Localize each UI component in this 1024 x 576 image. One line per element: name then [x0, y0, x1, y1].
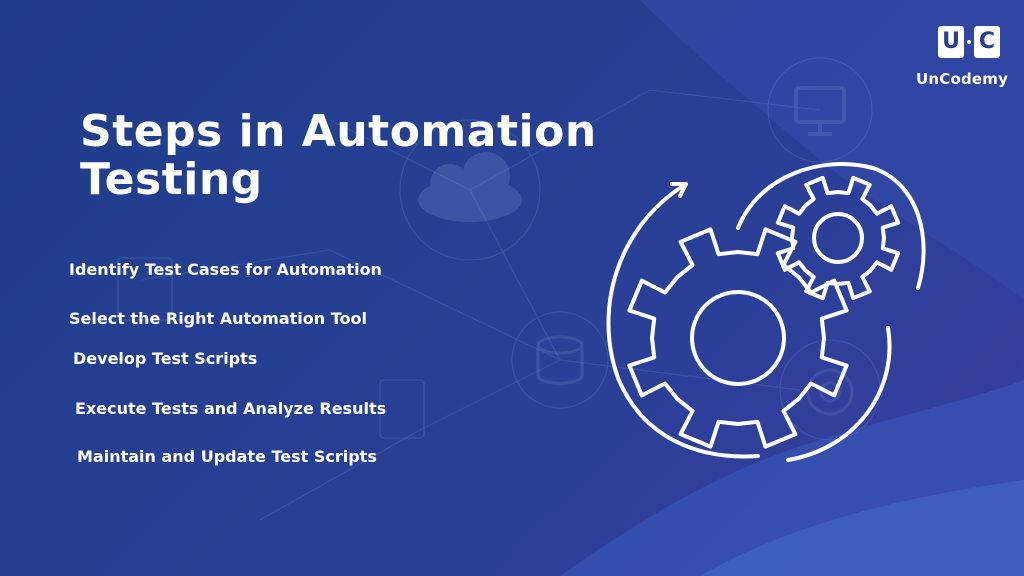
tablet-icon: [117, 257, 425, 439]
monitor-icon: [794, 86, 846, 136]
logo-dot: [967, 40, 971, 44]
slide-title: Steps in Automation Testing: [80, 108, 597, 204]
small-gear: [775, 175, 901, 301]
brand-logo: U C UnCodemy: [916, 26, 1016, 92]
gears-icon: [606, 162, 926, 462]
arrow-head-left: [670, 182, 688, 198]
step-item: Develop Test Scripts: [73, 349, 258, 368]
arrow-arc-left: [606, 184, 760, 459]
large-gear: [627, 227, 849, 449]
step-item: Select the Right Automation Tool: [69, 309, 367, 328]
database-icon: [536, 335, 584, 385]
aperture-icon: [806, 368, 854, 416]
slide-title-line-2: Testing: [80, 154, 263, 205]
step-item: Maintain and Update Test Scripts: [77, 447, 377, 466]
brand-name: UnCodemy: [916, 70, 1009, 88]
logo-letter-box: C: [974, 26, 1000, 58]
wave-shape-mid: [700, 480, 1024, 576]
slide-title-line-1: Steps in Automation: [80, 106, 597, 157]
wave-shape-bottom: [560, 380, 1024, 576]
step-item: Execute Tests and Analyze Results: [75, 399, 387, 418]
arrow-arc-right: [736, 162, 926, 290]
arrow-arc-bottom: [786, 326, 892, 462]
wave-shape-top: [640, 0, 1024, 300]
step-item: Identify Test Cases for Automation: [69, 260, 382, 279]
logo-letter-box: U: [938, 26, 964, 58]
cloud-icon: [418, 152, 522, 222]
